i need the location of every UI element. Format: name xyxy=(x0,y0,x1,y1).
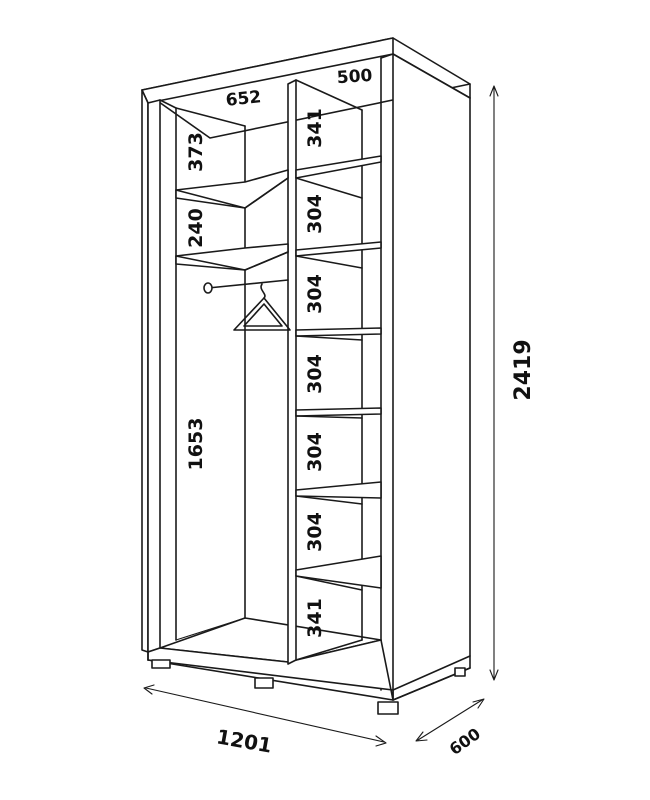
right-shelf-5 xyxy=(295,481,382,505)
overall-depth-label: 600 xyxy=(446,724,484,759)
hanger-icon xyxy=(233,283,291,331)
height-arrow xyxy=(489,85,499,681)
right-shelf-6 xyxy=(295,555,382,591)
width-arrow xyxy=(143,684,387,747)
feet xyxy=(151,659,466,715)
right-shelf-height: 304 xyxy=(304,194,326,234)
right-shelf-labels: 341 304 304 304 304 304 341 xyxy=(304,108,326,638)
overall-height-label: 2419 xyxy=(511,339,536,400)
right-shelf-1 xyxy=(295,155,382,199)
right-shelf-height: 304 xyxy=(304,354,326,394)
right-shelf-2 xyxy=(295,241,382,269)
right-width-label: 500 xyxy=(336,66,373,88)
right-side-panel xyxy=(380,53,471,701)
right-shelf-height: 304 xyxy=(304,274,326,314)
top-panel xyxy=(141,37,471,139)
left-width-label: 652 xyxy=(225,87,262,111)
left-shelf-height-second: 240 xyxy=(185,208,207,248)
right-shelf-height: 341 xyxy=(304,108,326,148)
right-shelf-height: 304 xyxy=(304,512,326,552)
left-side-panel xyxy=(141,89,177,653)
overall-width-label: 1201 xyxy=(215,724,274,757)
left-shelf-2 xyxy=(175,243,289,271)
right-shelf-height: 304 xyxy=(304,432,326,472)
left-shelf-1 xyxy=(175,169,289,209)
left-hanging-height: 1653 xyxy=(185,418,207,471)
clothes-rail xyxy=(203,279,289,294)
right-shelf-height: 341 xyxy=(304,598,326,638)
left-shelf-height-top: 373 xyxy=(185,132,207,172)
right-shelf-3 xyxy=(295,327,382,341)
depth-arrow xyxy=(415,698,485,742)
right-shelf-4 xyxy=(295,407,382,419)
